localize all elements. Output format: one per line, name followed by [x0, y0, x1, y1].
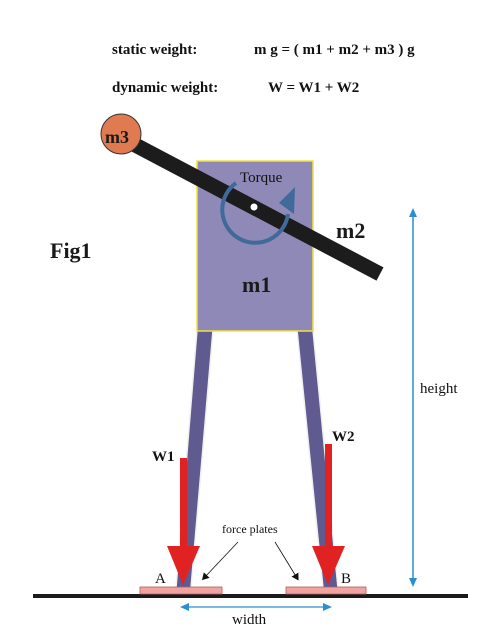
w1-arrow-shaft — [180, 458, 187, 548]
figure-label: Fig1 — [50, 238, 92, 263]
plate-b-label: B — [341, 571, 351, 587]
static-weight-formula: m g = ( m1 + m2 + m3 ) g — [254, 42, 415, 58]
dynamic-weight-formula: W = W1 + W2 — [268, 80, 359, 96]
w2-arrow-head — [312, 546, 345, 585]
force-plates-label: force plates — [222, 522, 278, 536]
force-plate-b — [285, 586, 367, 595]
w1-arrow-head — [167, 546, 200, 585]
torque-arrow-head — [279, 187, 295, 214]
m1-label: m1 — [242, 272, 271, 297]
m3-label: m3 — [105, 127, 129, 147]
w1-label: W1 — [152, 449, 175, 465]
plate-a-label: A — [155, 571, 166, 587]
ball-m3 — [100, 113, 142, 155]
force-plates-pointer-a — [201, 541, 239, 581]
static-weight-label: static weight: — [112, 42, 197, 58]
dynamic-weight-label: dynamic weight: — [112, 80, 218, 96]
torque-arc — [220, 181, 290, 245]
pivot-point — [250, 203, 258, 211]
force-plates-pointer-b — [274, 541, 299, 581]
width-label: width — [232, 612, 267, 628]
force-plate-a — [139, 586, 223, 595]
m2-label: m2 — [336, 218, 365, 243]
ground-line — [33, 594, 468, 598]
w2-label: W2 — [332, 429, 355, 445]
w2-arrow-shaft — [325, 444, 332, 548]
torque-label: Torque — [240, 170, 283, 186]
height-label: height — [420, 381, 458, 397]
